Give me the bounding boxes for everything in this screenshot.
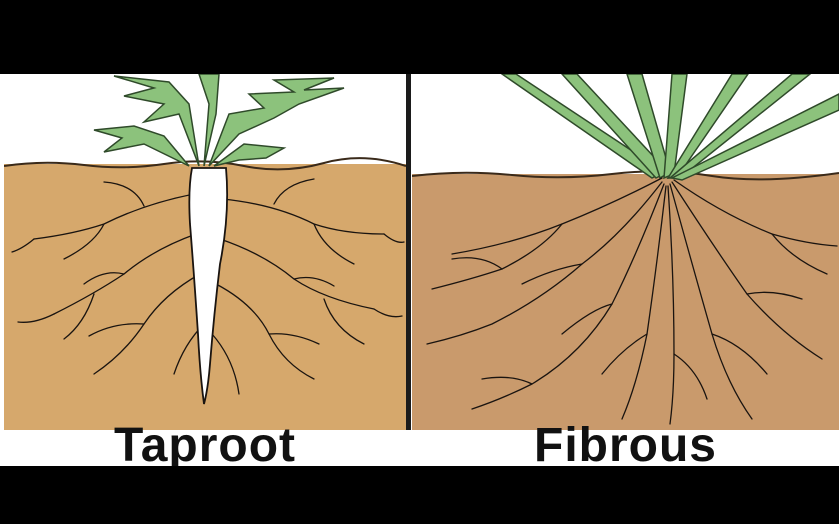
taproot-illustration (4, 74, 406, 430)
taproot-panel (4, 74, 406, 430)
taproot-leaves (94, 74, 344, 166)
fibrous-label: Fibrous (412, 424, 839, 468)
taproot-label: Taproot (4, 424, 406, 468)
illustration: Taproot Fibrous (0, 74, 839, 466)
fibrous-soil (412, 174, 839, 430)
letterbox-top (0, 0, 839, 74)
panel-divider (406, 74, 411, 430)
fibrous-illustration (412, 74, 839, 430)
fibrous-grass-blades (502, 74, 839, 180)
letterbox-bottom (0, 466, 839, 524)
fibrous-panel (412, 74, 839, 430)
